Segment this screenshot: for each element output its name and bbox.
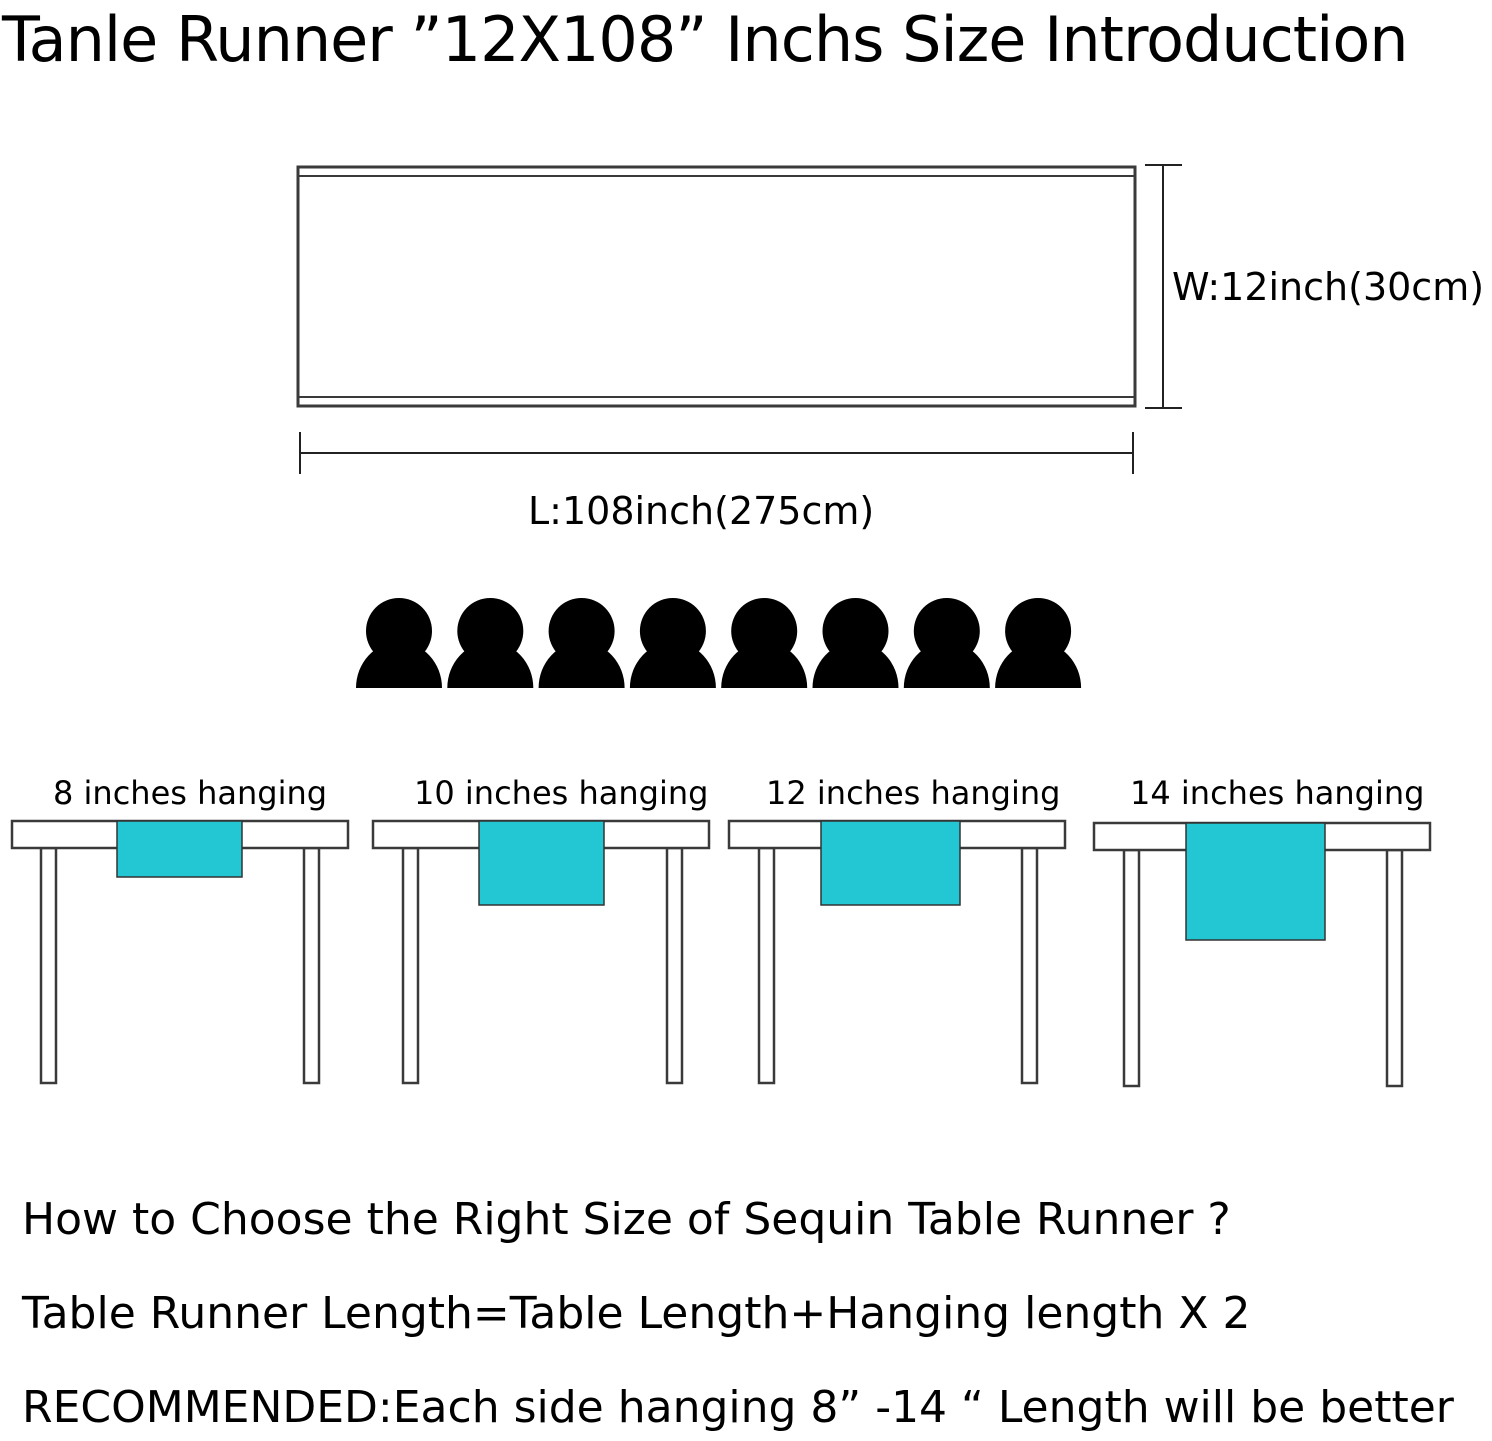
length-dimension-line xyxy=(299,432,1134,474)
table-diagram-12 xyxy=(727,819,1067,1085)
guide-question: How to Choose the Right Size of Sequin T… xyxy=(22,1194,1231,1245)
runner-outline xyxy=(296,165,1137,408)
hanging-diagrams xyxy=(10,819,1432,1088)
table-leg-right xyxy=(1020,846,1039,1085)
seated-people xyxy=(356,598,1082,688)
table-leg-right xyxy=(665,846,684,1085)
person-silhouette-icon xyxy=(721,598,808,688)
person-silhouette-icon xyxy=(995,598,1082,688)
table-leg-left xyxy=(401,846,420,1085)
hanging-label-12: 12 inches hanging xyxy=(766,774,1061,812)
table-diagram-10 xyxy=(371,819,711,1085)
hanging-runner xyxy=(478,820,605,906)
person-silhouette-icon xyxy=(538,598,625,688)
table-diagram-14 xyxy=(1092,821,1432,1088)
hanging-label-10: 10 inches hanging xyxy=(414,774,709,812)
table-leg-left xyxy=(757,846,776,1085)
table-leg-right xyxy=(1385,848,1404,1088)
guide-recommendation: RECOMMENDED:Each side hanging 8” -14 “ L… xyxy=(22,1382,1454,1433)
person-silhouette-icon xyxy=(629,598,716,688)
hanging-runner xyxy=(116,820,243,878)
table-leg-left xyxy=(1122,848,1141,1088)
page-title: Tanle Runner ”12X108” Inchs Size Introdu… xyxy=(2,3,1409,76)
hanging-runner xyxy=(820,820,961,906)
hanging-label-14: 14 inches hanging xyxy=(1130,774,1425,812)
table-leg-right xyxy=(302,846,321,1085)
width-dimension-line xyxy=(1145,164,1182,409)
person-silhouette-icon xyxy=(356,598,442,688)
hanging-label-8: 8 inches hanging xyxy=(53,774,328,812)
person-silhouette-icon xyxy=(447,598,534,688)
guide-formula: Table Runner Length=Table Length+Hanging… xyxy=(22,1288,1251,1339)
table-leg-left xyxy=(39,846,58,1085)
hanging-runner xyxy=(1185,822,1326,941)
person-silhouette-icon xyxy=(903,598,990,688)
table-diagram-8 xyxy=(10,819,350,1085)
width-label: W:12inch(30cm) xyxy=(1172,265,1485,309)
length-label: L:108inch(275cm) xyxy=(528,489,875,533)
person-silhouette-icon xyxy=(812,598,899,688)
